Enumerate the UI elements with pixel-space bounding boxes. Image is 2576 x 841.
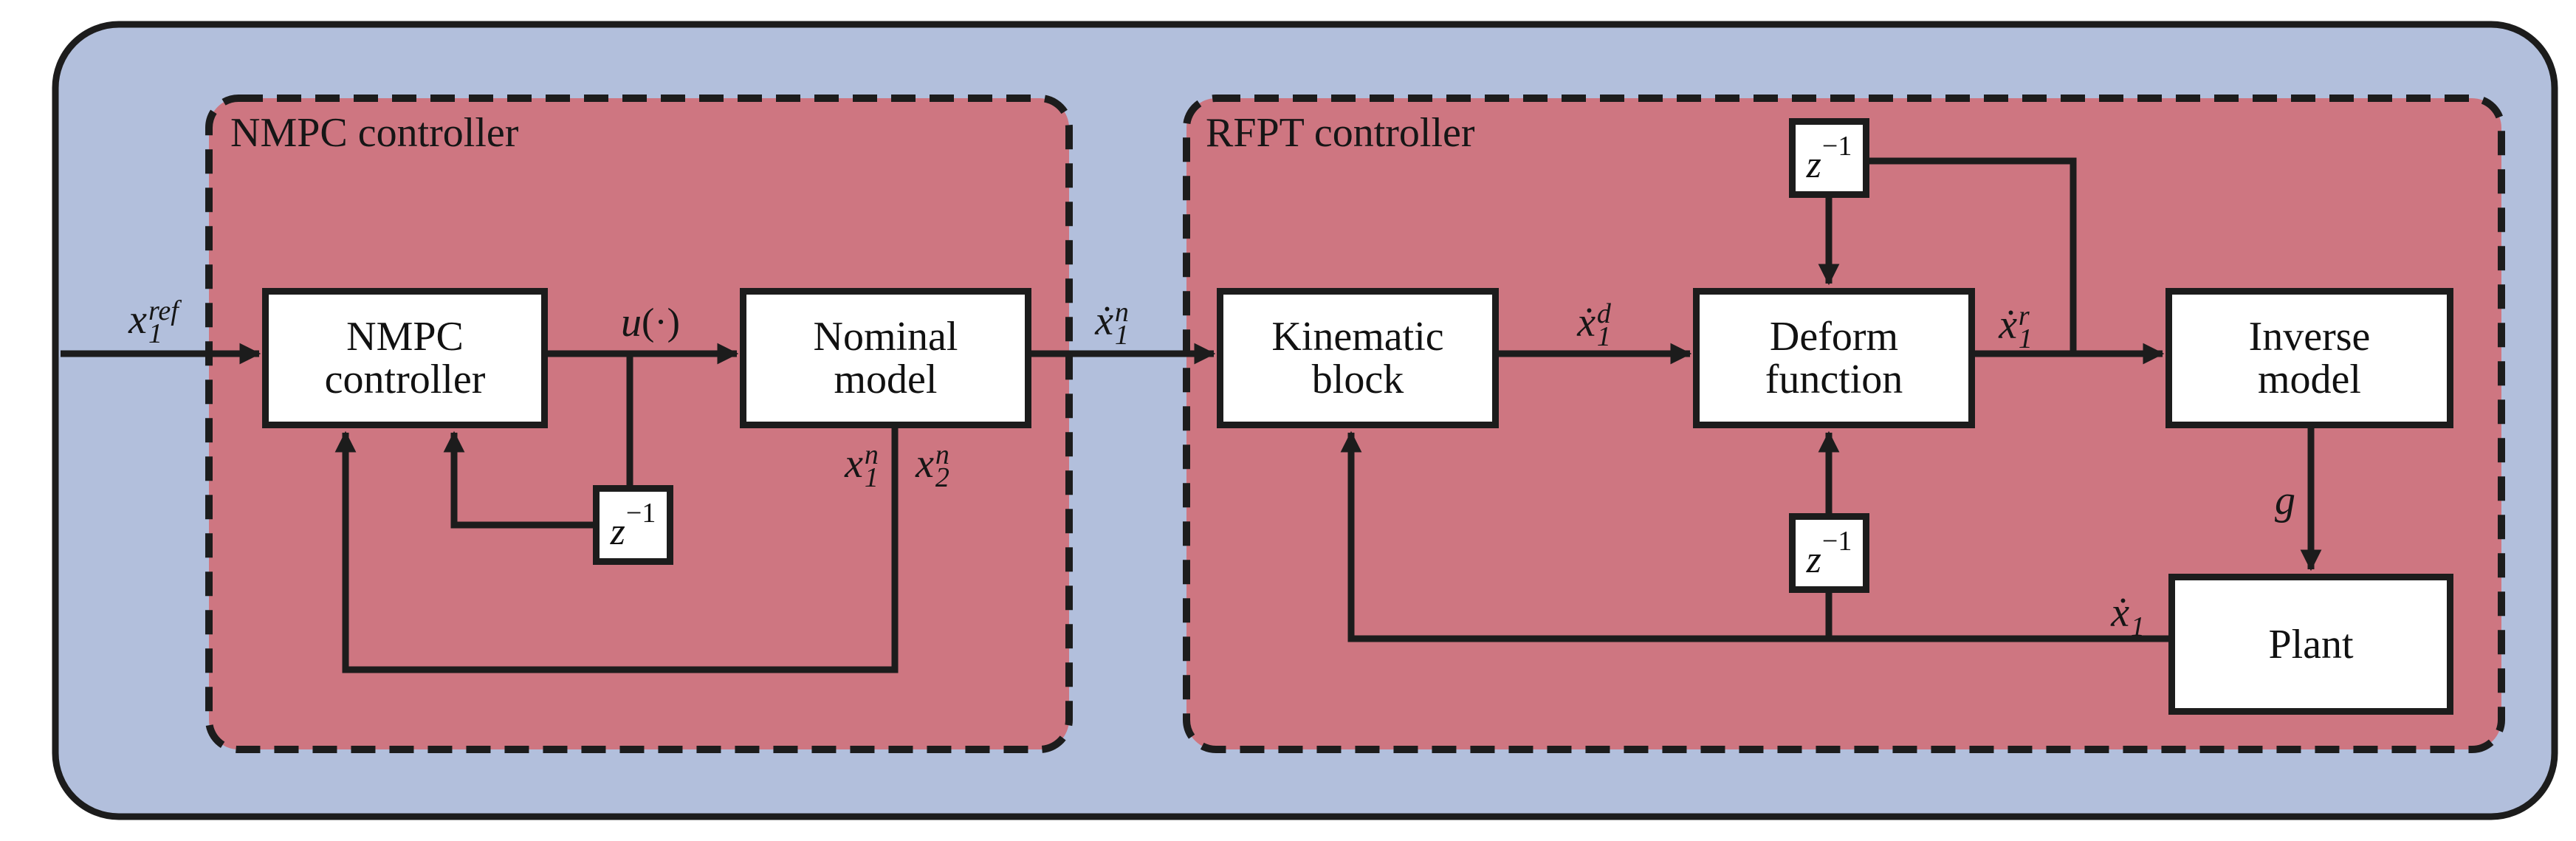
signal-x2n: x n 2: [916, 439, 949, 493]
wire-delay-to-nmpc-controller: [443, 430, 593, 529]
signal-x1n-dot: ẋ n 1: [1095, 297, 1129, 351]
signal-g: g: [2275, 478, 2295, 524]
delay-block-rfpt-top: z−1: [1789, 118, 1869, 198]
block-label-line: Deform: [1769, 314, 1899, 360]
signal-x1ref: x ref 1: [128, 295, 179, 349]
block-label-line: model: [834, 357, 938, 402]
block-nmpc-controller: NMPC controller: [262, 288, 548, 428]
rfpt-region-title: RFPT controller: [1206, 110, 1475, 156]
wire-x1r-tap-to-top-delay: [1869, 157, 2077, 354]
block-label-line: NMPC: [346, 314, 464, 360]
delay-base: z: [1806, 539, 1821, 581]
delay-exponent: −1: [1821, 526, 1852, 557]
signal-x1n: x n 1: [845, 439, 879, 493]
delay-block-nmpc: z−1: [593, 485, 673, 565]
block-deform-function: Deform function: [1693, 288, 1975, 428]
signal-x1-dot: ẋ 1: [2111, 590, 2145, 642]
block-label-line: block: [1311, 357, 1404, 402]
block-inverse-model: Inverse model: [2165, 288, 2453, 428]
block-nominal-model: Nominal model: [740, 288, 1031, 428]
block-label-line: model: [2258, 357, 2361, 402]
block-kinematic-block: Kinematic block: [1217, 288, 1499, 428]
delay-exponent: −1: [1821, 131, 1852, 162]
signal-u: u (·): [621, 300, 680, 346]
signal-x1d-dot: ẋ d 1: [1577, 298, 1611, 352]
wire-plant-feedback-to-kinematic: [1340, 430, 2168, 642]
delay-base: z: [1806, 144, 1821, 186]
block-label-line: Inverse: [2248, 314, 2371, 360]
block-label-line: Nominal: [813, 314, 958, 360]
block-label-line: function: [1765, 357, 1903, 402]
delay-block-rfpt-bottom: z−1: [1789, 513, 1869, 593]
nmpc-region-box: [205, 95, 1073, 753]
block-label-line: Kinematic: [1271, 314, 1444, 360]
delay-base: z: [610, 511, 625, 553]
block-label-line: controller: [324, 357, 486, 402]
wire-nominal-state-feedback: [334, 428, 899, 673]
block-plant: Plant: [2168, 574, 2453, 715]
nmpc-region-title: NMPC controller: [230, 110, 519, 156]
delay-exponent: −1: [625, 498, 656, 529]
block-label-line: Plant: [2268, 621, 2354, 667]
signal-x1r-dot: ẋ r 1: [1999, 301, 2033, 354]
